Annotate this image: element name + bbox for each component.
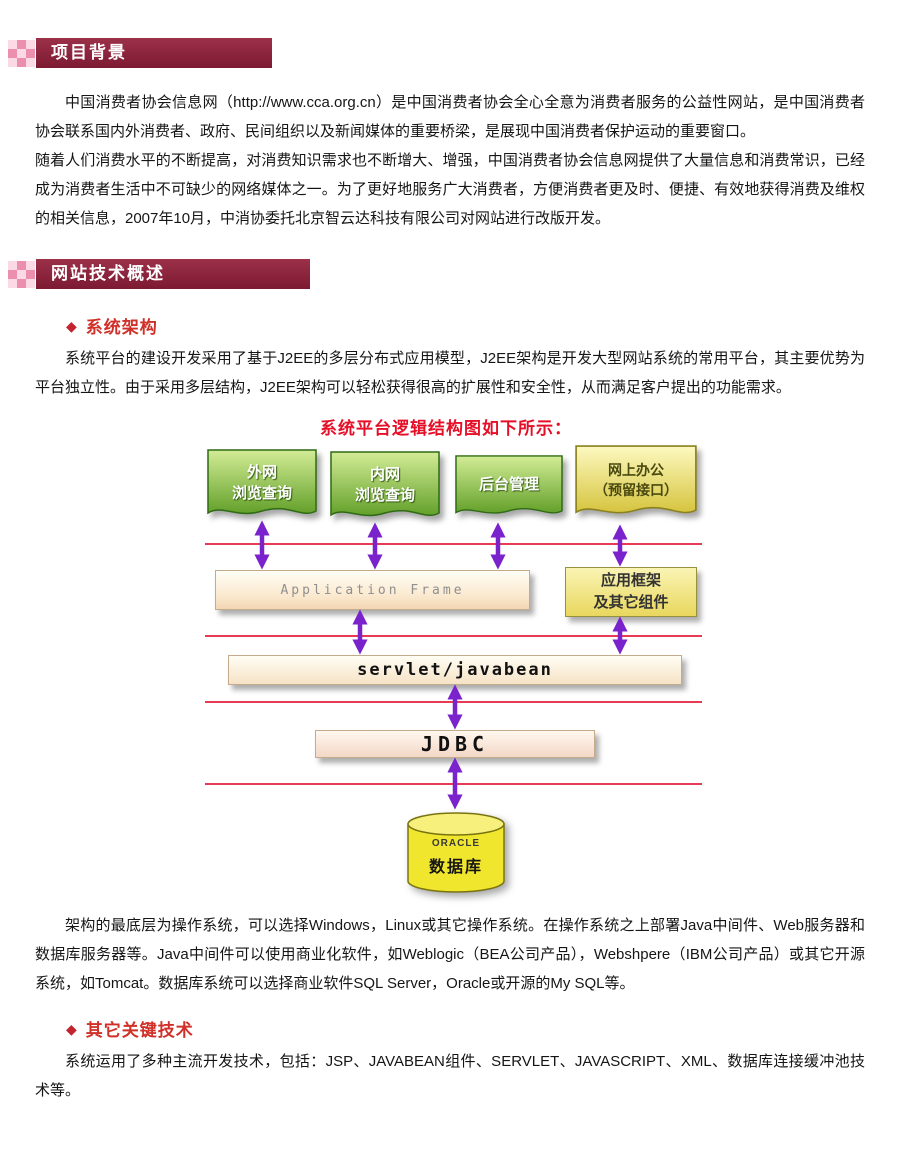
diagram-node-label: 后台管理 (478, 476, 539, 493)
subsection-system-architecture: ◆ 系统架构 (66, 313, 865, 338)
layer-separator-line (205, 783, 702, 785)
section-title-tech-overview: 网站技术概述 (36, 259, 310, 289)
subsection-title-system-architecture: 系统架构 (85, 318, 158, 337)
checker-pattern-icon (8, 39, 35, 67)
diagram-node-application-frame: Application Frame (215, 570, 530, 610)
diagram-node-label: 网上办公（预留接口） (594, 461, 678, 498)
diagram-node-label: ORACLE 数据库 (428, 838, 483, 876)
diagram-node-intranet-browse: 内网浏览查询 (330, 451, 440, 531)
paragraph-key-tech: 系统运用了多种主流开发技术，包括：JSP、JAVABEAN组件、SERVLET、… (35, 1053, 865, 1099)
paragraph-deployment: 架构的最底层为操作系统，可以选择Windows，Linux或其它操作系统。在操作… (35, 917, 865, 992)
diagram-node-label: 内网浏览查询 (354, 465, 415, 504)
diagram-node-label: servlet/javabean (357, 660, 553, 680)
checker-pattern-icon (8, 260, 35, 288)
architecture-diagram: 外网浏览查询 内网浏览查询 后台管理 (0, 443, 900, 905)
diagram-node-servlet-javabean: servlet/javabean (228, 655, 682, 685)
diagram-node-label: Application Frame (280, 582, 465, 598)
paragraph-intro-1: 中国消费者协会信息网（http://www.cca.org.cn）是中国消费者协… (35, 94, 865, 140)
layer-separator-line (205, 543, 702, 545)
paragraph-intro-2: 随着人们消费水平的不断提高，对消费知识需求也不断增大、增强，中国消费者协会信息网… (35, 152, 865, 227)
paragraph-architecture: 系统平台的建设开发采用了基于J2EE的多层分布式应用模型，J2EE架构是开发大型… (35, 350, 865, 396)
diagram-node-backend-admin: 后台管理 (455, 455, 563, 527)
diagram-node-extranet-browse: 外网浏览查询 (207, 449, 317, 529)
diagram-node-oracle-database: ORACLE 数据库 (405, 810, 507, 896)
diagram-node-label: JDBC (420, 732, 490, 756)
layer-separator-line (205, 635, 702, 637)
section-title-project-background: 项目背景 (36, 38, 272, 68)
diagram-node-app-framework-components: 应用框架及其它组件 (565, 567, 697, 617)
diamond-bullet-icon: ◆ (66, 317, 77, 334)
header-band-project-background: 项目背景 (8, 38, 865, 68)
diagram-node-online-office: 网上办公（预留接口） (575, 445, 697, 529)
diagram-node-label: 外网浏览查询 (231, 463, 292, 502)
diagram-node-jdbc: JDBC (315, 730, 595, 758)
header-band-tech-overview: 网站技术概述 (8, 259, 865, 289)
diamond-bullet-icon: ◆ (66, 1020, 77, 1037)
layer-separator-line (205, 701, 702, 703)
subsection-title-other-key-tech: 其它关键技术 (85, 1021, 194, 1040)
diagram-node-label: 应用框架及其它组件 (593, 571, 669, 612)
diagram-caption: 系统平台逻辑结构图如下所示： (320, 419, 572, 438)
subsection-other-key-tech: ◆ 其它关键技术 (66, 1016, 865, 1041)
